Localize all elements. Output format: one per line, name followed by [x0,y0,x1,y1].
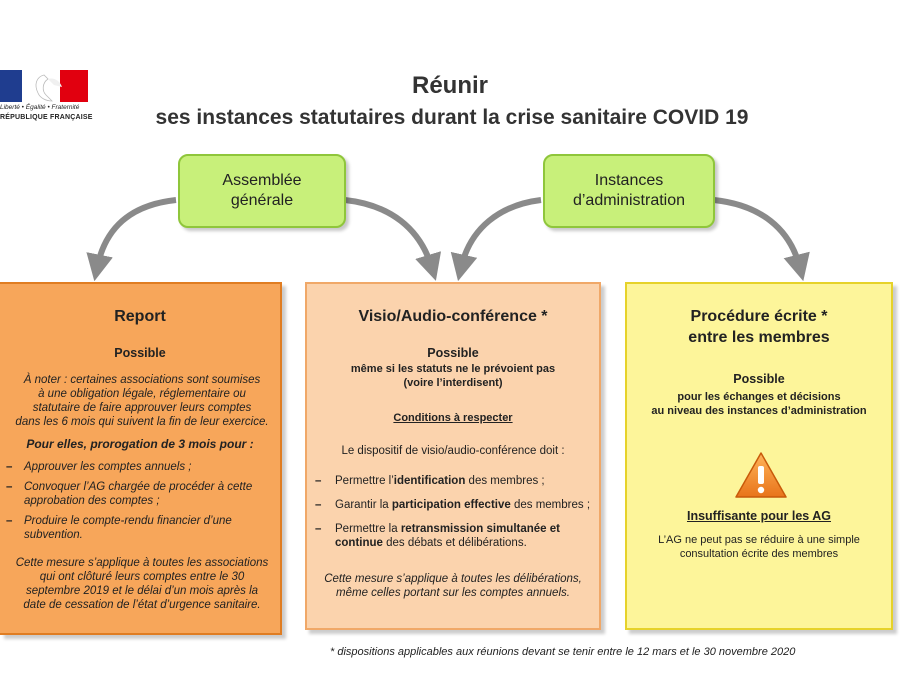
visio-item-participation: Garantir la participation effective des … [335,499,591,511]
visio-intro: Le dispositif de visio/audio-conférence … [341,445,565,457]
list-bullet: – [6,515,13,527]
ecrite-warning-text: L’AG ne peut pas se réduire à une simple… [658,534,860,560]
report-item-2: Convoquer l’AG chargée de procéder à cet… [24,481,253,507]
logo-motto: Liberté • Égalité • Fraternité [0,104,80,111]
node-instances-line2: d’administration [572,192,686,209]
visio-title: Visio/Audio-conférence * [358,308,548,325]
list-bullet: – [315,499,322,511]
report-status: Possible [114,346,166,360]
column-visio-audio-conference: Visio/Audio-conférence * Possible même s… [305,282,601,630]
ecrite-status-detail: pour les échanges et décisions au niveau… [651,391,867,417]
report-measure: Cette mesure s’applique à toutes les ass… [15,557,269,611]
report-item-1: Approuver les comptes annuels ; [24,461,192,473]
footnote: * dispositions applicables aux réunions … [330,646,796,658]
ecrite-warning-title: Insuffisante pour les AG [686,509,831,523]
list-bullet: – [315,523,322,535]
list-bullet: – [6,481,13,493]
arrow-ia-to-ecrite [713,197,810,282]
ecrite-title: Procédure écrite * entre les membres [688,308,830,346]
visio-item-retransmission: Permettre la retransmission simultanée e… [335,523,560,549]
arrow-ia-to-visio [450,197,542,282]
visio-measure: Cette mesure s’applique à toutes les dél… [324,573,582,599]
visio-status-detail: même si les statuts ne le prévoient pas … [350,363,556,389]
visio-item-identification: Permettre l’identification des membres ; [335,475,545,487]
node-instances-line1: Instances [594,172,664,189]
list-bullet: – [315,475,322,487]
node-instances-administration: Instances d’administration [543,154,715,228]
arrow-ag-to-report [86,197,177,282]
marianne-icon [35,74,62,102]
list-bullet: – [6,461,13,473]
page-subtitle: ses instances statutaires durant la cris… [155,106,749,129]
visio-status: Possible [427,346,479,360]
report-prorogation: Pour elles, prorogation de 3 mois pour : [26,437,254,451]
column-report: Report Possible À noter : certaines asso… [0,282,282,635]
arrow-ag-to-visio [344,197,442,281]
republique-francaise-logo: Liberté • Égalité • Fraternité RÉPUBLIQU… [0,70,92,130]
report-item-3: Produire le compte-rendu financier d’une… [24,515,232,541]
report-note: À noter : certaines associations sont so… [15,374,269,428]
report-title: Report [114,308,166,325]
logo-republic: RÉPUBLIQUE FRANÇAISE [0,114,93,121]
warning-icon [735,452,787,498]
ecrite-status: Possible [733,372,785,386]
visio-conditions-title: Conditions à respecter [393,412,513,424]
column-procedure-ecrite: Procédure écrite * entre les membres Pos… [625,282,893,630]
node-assemblee-line2: générale [230,192,294,209]
node-assemblee-generale: Assemblée générale [178,154,346,228]
node-assemblee-line1: Assemblée [222,172,302,189]
page-title: Réunir [411,72,488,99]
